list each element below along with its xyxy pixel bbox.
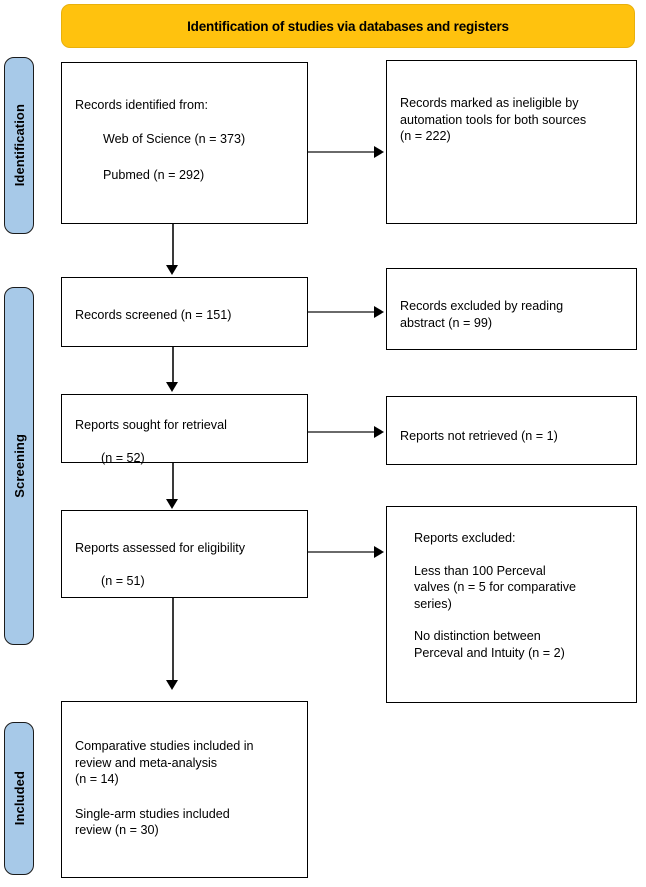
stage-label-screening: Screening <box>4 287 34 645</box>
records-screened-line-1: Records screened (n = 151) <box>75 308 232 322</box>
diagram-banner: Identification of studies via databases … <box>61 4 635 48</box>
reports-assessed-line-1: Reports assessed for eligibility <box>75 541 246 555</box>
records-ineligible-line-1: Records marked as ineligible by <box>400 96 579 110</box>
reports-excluded-line-5: No distinction between <box>414 629 541 643</box>
stage-label-identification: Identification <box>4 57 34 234</box>
records-excluded-line-2: abstract (n = 99) <box>400 315 493 330</box>
reports-excluded-line-4: series) <box>414 596 452 611</box>
box-reports-sought-for-retrieval: Reports sought for retrieval (n = 52) <box>61 394 308 465</box>
connector-sought-to-assessed-arrow <box>166 499 178 509</box>
studies-included-line-1: Comparative studies included in <box>75 739 254 753</box>
reports-sought-line-1: Reports sought for retrieval <box>75 418 227 432</box>
records-identified-line-2: Web of Science (n = 373) <box>103 131 246 146</box>
stage-label-identification-text: Identification <box>11 104 27 187</box>
records-identified-line-3: Pubmed (n = 292) <box>103 168 205 182</box>
connector-assessed-to-included-arrow <box>166 680 178 690</box>
studies-included-line-2: review and meta-analysis <box>75 755 218 770</box>
box-studies-included: Comparative studies included in review a… <box>61 701 308 878</box>
box-reports-excluded: Reports excluded: Less than 100 Perceval… <box>386 506 637 703</box>
connector-screened-to-sought-line <box>172 347 174 384</box>
reports-excluded-line-6: Perceval and Intuity (n = 2) <box>414 645 565 660</box>
records-ineligible-line-3: (n = 222) <box>400 129 451 143</box>
records-ineligible-line-2: automation tools for both sources <box>400 112 587 127</box>
connector-screened-to-sought-arrow <box>166 382 178 392</box>
connector-assessed-to-included-line <box>172 598 174 681</box>
connector-sought-to-not-retrieved-arrow <box>374 426 384 438</box>
reports-assessed-line-2: (n = 51) <box>101 573 145 588</box>
connector-sought-to-assessed-line <box>172 463 174 501</box>
stage-label-included-text: Included <box>11 771 27 826</box>
connector-screened-to-excluded-arrow <box>374 306 384 318</box>
connector-assessed-to-excluded-line <box>308 551 374 553</box>
studies-included-line-3: (n = 14) <box>75 772 119 786</box>
connector-assessed-to-excluded-arrow <box>374 546 384 558</box>
reports-sought-line-2: (n = 52) <box>101 450 145 465</box>
connector-identified-to-screened-arrow <box>166 265 178 275</box>
box-records-screened: Records screened (n = 151) <box>61 277 308 347</box>
box-reports-assessed-for-eligibility: Reports assessed for eligibility (n = 51… <box>61 510 308 598</box>
connector-identified-to-screened-line <box>172 224 174 267</box>
connector-screened-to-excluded-line <box>308 311 374 313</box>
stage-label-included: Included <box>4 722 34 875</box>
banner-title: Identification of studies via databases … <box>187 18 509 34</box>
reports-excluded-line-2: Less than 100 Perceval <box>414 563 546 578</box>
connector-identified-to-ineligible-arrow <box>374 146 384 158</box>
records-excluded-line-1: Records excluded by reading <box>400 299 564 313</box>
connector-identified-to-ineligible-line <box>308 151 374 153</box>
studies-included-line-4: Single-arm studies included <box>75 806 230 821</box>
reports-not-retrieved-line-1: Reports not retrieved (n = 1) <box>400 429 558 443</box>
reports-excluded-line-1: Reports excluded: <box>414 531 516 545</box>
box-records-excluded: Records excluded by reading abstract (n … <box>386 268 637 350</box>
box-records-marked-ineligible: Records marked as ineligible by automati… <box>386 60 637 224</box>
connector-sought-to-not-retrieved-line <box>308 431 374 433</box>
records-identified-line-1: Records identified from: <box>75 98 208 112</box>
stage-label-screening-text: Screening <box>11 434 27 498</box>
studies-included-line-5: review (n = 30) <box>75 823 159 837</box>
box-reports-not-retrieved: Reports not retrieved (n = 1) <box>386 396 637 465</box>
box-records-identified: Records identified from: Web of Science … <box>61 62 308 224</box>
reports-excluded-line-3: valves (n = 5 for comparative <box>414 580 577 594</box>
